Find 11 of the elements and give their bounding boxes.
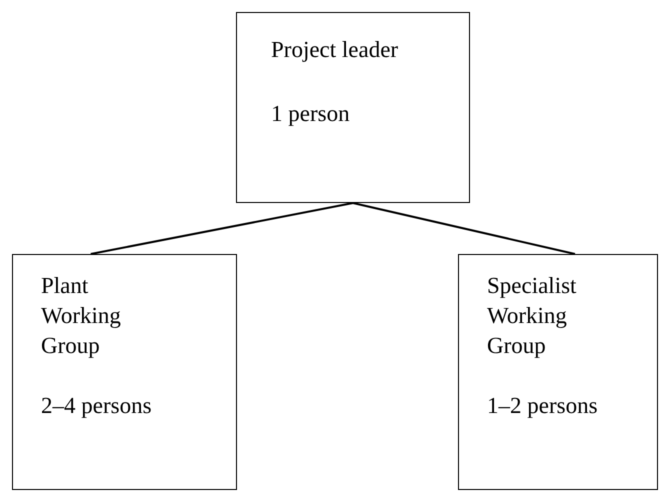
connector-line	[90, 202, 354, 255]
org-box	[12, 254, 237, 490]
org-box	[458, 254, 658, 490]
headcount: 1 person	[271, 100, 351, 128]
org-box	[236, 12, 470, 203]
connector-line	[352, 202, 576, 255]
role-title: Plant Working Group	[41, 272, 122, 360]
role-title: Specialist Working Group	[487, 272, 578, 360]
headcount: 1–2 persons	[487, 392, 599, 420]
role-title: Project leader	[271, 36, 400, 64]
headcount: 2–4 persons	[41, 392, 153, 420]
